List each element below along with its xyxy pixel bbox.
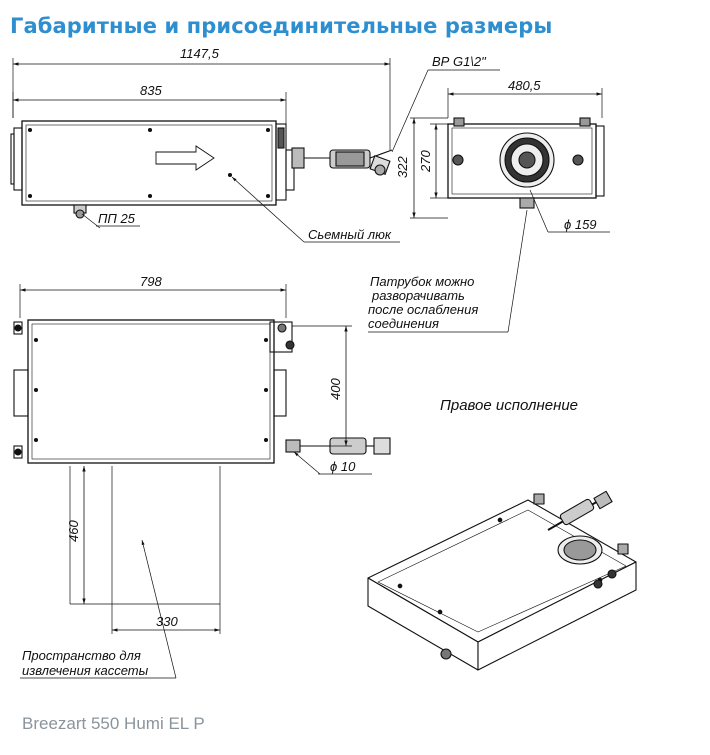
drain-label: ПП 25 (98, 211, 136, 226)
thread-label: ВР G1\2" (432, 54, 487, 69)
note-rotate-3: после ослабления (368, 302, 478, 317)
dim-phi10: ϕ 10 (330, 459, 356, 474)
dim-270: 270 (418, 150, 433, 173)
dim-322: 322 (395, 156, 410, 178)
dim-phi159: ϕ 159 (564, 217, 597, 232)
model-name: Breezart 550 Humi EL P (22, 714, 205, 733)
dim-1147: 1147,5 (180, 46, 220, 61)
note-cassette-1: Пространство для (22, 648, 141, 663)
front-view (10, 58, 500, 243)
note-rotate-2: разворачивать (371, 288, 465, 303)
note-rotate-4: соединения (368, 316, 439, 331)
note-cassette-2: извлечения кассеты (22, 663, 149, 678)
hatch-label: Сьемный люк (308, 227, 392, 242)
dim-835: 835 (140, 83, 162, 98)
dim-460: 460 (66, 520, 81, 542)
dim-480: 480,5 (508, 78, 541, 93)
page-title: Габаритные и присоединительные размеры (10, 14, 553, 38)
dim-798: 798 (140, 274, 162, 289)
version-label: Правое исполнение (440, 397, 578, 414)
side-view (368, 88, 610, 333)
note-rotate-1: Патрубок можно (370, 274, 474, 289)
dim-330: 330 (156, 614, 178, 629)
top-view (13, 284, 391, 679)
dim-400: 400 (328, 378, 343, 400)
isometric-view (367, 490, 637, 671)
